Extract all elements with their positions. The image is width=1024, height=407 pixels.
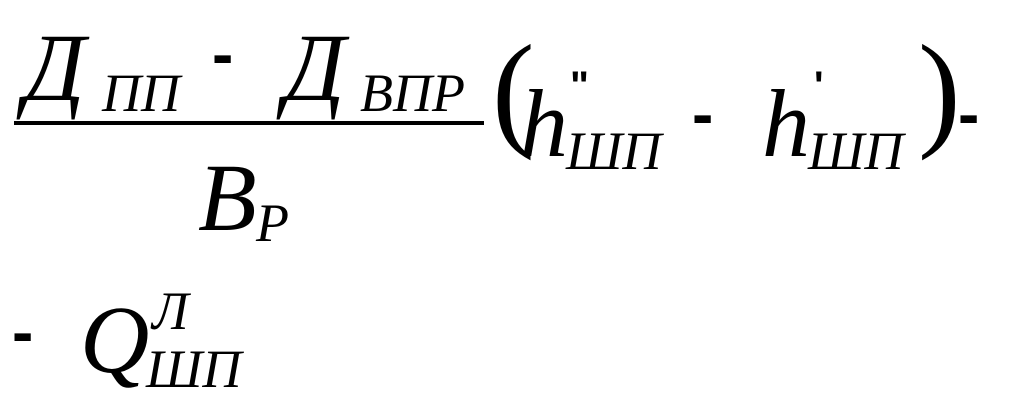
line2-leading-minus: - — [12, 296, 34, 368]
paren-open: ( — [492, 19, 535, 161]
inner-minus: - — [692, 78, 714, 150]
h-double-prime-main: h — [520, 70, 568, 177]
trailing-minus: - — [958, 78, 980, 150]
denominator-b-sub: Р — [256, 193, 289, 253]
paren-close: ) — [918, 19, 961, 161]
h-prime-main: h — [762, 70, 810, 177]
h-double-prime-mark: " — [570, 64, 589, 108]
denominator-b-main: В — [198, 144, 257, 251]
h-prime-sub: ШП — [808, 121, 904, 181]
numerator-minus: - — [212, 18, 234, 90]
numerator-d-pp-sub: ПП — [102, 63, 180, 123]
q-superscript: Л — [152, 281, 189, 341]
q-subscript: ШП — [146, 339, 242, 399]
fraction-bar — [14, 121, 484, 125]
numerator-d-vpr-main: Д — [284, 14, 346, 121]
q-main: Q — [80, 286, 150, 393]
numerator-d-pp-main: Д — [24, 14, 86, 121]
numerator-d-vpr-sub: ВПР — [360, 63, 465, 123]
h-double-prime-sub: ШП — [566, 121, 662, 181]
h-prime-mark: ' — [814, 64, 824, 108]
